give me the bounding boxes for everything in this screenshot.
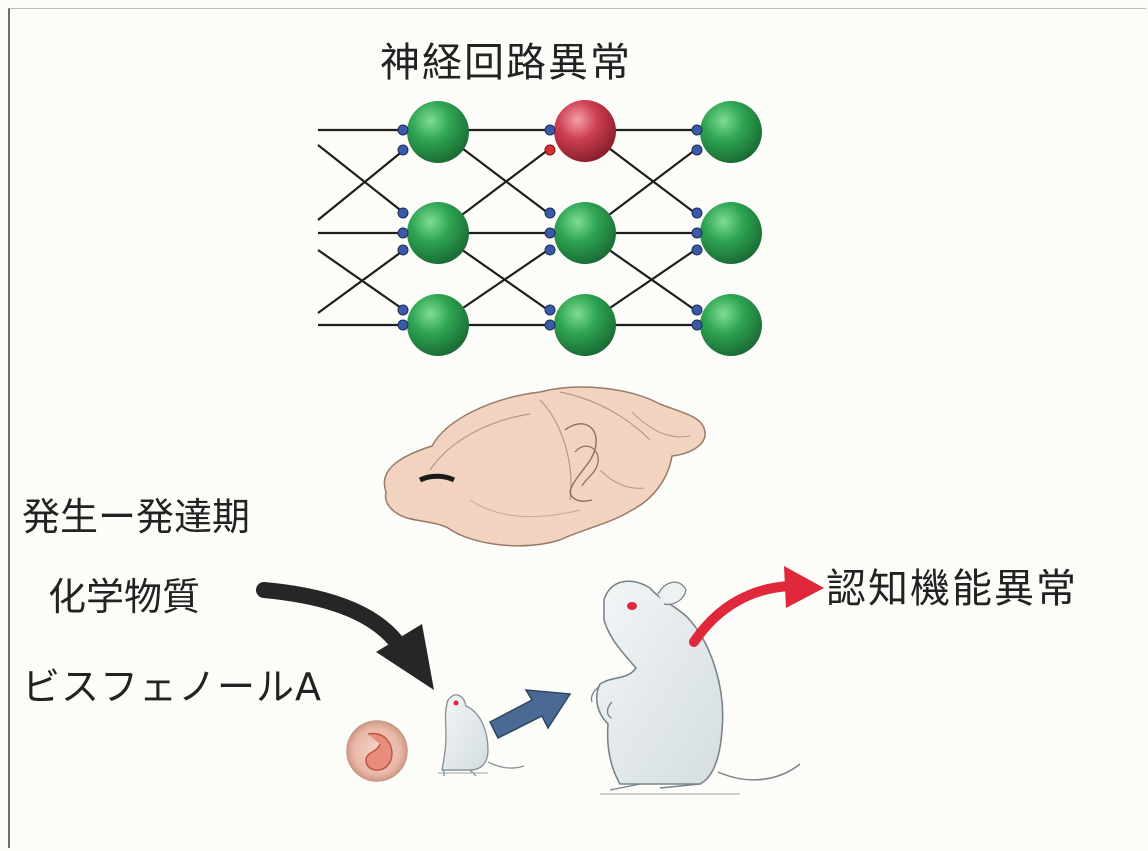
blue-arrow-icon: [490, 690, 570, 738]
diagram-title: 神経回路異常: [380, 30, 632, 88]
neuron: [407, 101, 469, 163]
young-mouse-icon: [438, 695, 524, 776]
red-arrow-icon: [694, 566, 824, 642]
neuron-layer-3: [700, 101, 762, 356]
neuron-layer-2: [554, 100, 616, 356]
neuron: [700, 202, 762, 264]
abnormal-synapse: [545, 145, 555, 155]
neuron: [554, 294, 616, 356]
chemical-substance-label: 化学物質: [48, 566, 200, 621]
neuron: [700, 101, 762, 163]
neuron-layer-1: [407, 101, 469, 356]
embryo-icon: [347, 721, 407, 781]
brain-icon: [384, 387, 705, 546]
neural-network-icon: [318, 130, 695, 325]
bisphenol-a-label: ビスフェノールA: [22, 656, 322, 711]
neuron: [700, 294, 762, 356]
developmental-period-label: 発生ー発達期: [22, 486, 250, 541]
neuron: [554, 202, 616, 264]
adult-mouse-icon: [591, 581, 800, 794]
abnormal-neuron: [554, 100, 616, 162]
cognitive-dysfunction-label: 認知機能異常: [826, 556, 1078, 614]
neuron: [407, 294, 469, 356]
neuron: [407, 202, 469, 264]
